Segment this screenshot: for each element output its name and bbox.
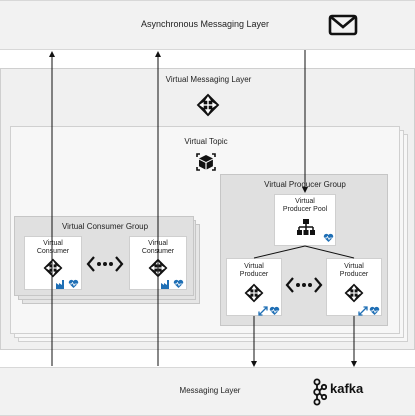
factory-icon [161, 280, 169, 289]
factory-icon [56, 280, 64, 289]
virtual-consumer-line2: Consumer [141, 248, 175, 255]
virtual-producer-line1: Virtual [244, 263, 264, 270]
heartbeat-icon [68, 279, 79, 288]
producer-pool-line2: Producer Pool [282, 206, 328, 213]
virtual-messaging-layer-label: Virtual Messaging Layer [165, 75, 252, 84]
router-icon [244, 283, 264, 303]
virtual-consumer-line1: Virtual [148, 240, 168, 247]
messaging-layer-label: Messaging Layer [179, 386, 241, 395]
virtual-consumer-card: Virtual Consumer [129, 236, 187, 290]
virtual-consumer-line2: Consumer [36, 248, 70, 255]
heartbeat-icon [173, 279, 184, 288]
router-icon [196, 93, 220, 117]
scale-arrows-icon [258, 306, 268, 316]
virtual-topic-label: Virtual Topic [184, 137, 228, 146]
virtual-consumer-group-label: Virtual Consumer Group [61, 222, 149, 231]
mail-icon [328, 14, 358, 36]
bidirectional-connector-icon [285, 277, 323, 293]
virtual-producer-card: Virtual Producer [226, 258, 282, 316]
scale-arrows-icon [358, 306, 368, 316]
router-icon [148, 258, 168, 278]
kafka-logo-text: kafka [330, 381, 364, 396]
heartbeat-icon [369, 306, 380, 315]
heartbeat-icon [323, 233, 334, 242]
virtual-producer-group-label: Virtual Producer Group [264, 180, 346, 189]
heartbeat-icon [269, 306, 280, 315]
virtual-producer-line1: Virtual [344, 263, 364, 270]
async-messaging-layer: Asynchronous Messaging Layer [0, 0, 415, 50]
virtual-producer-line2: Producer [339, 271, 369, 278]
async-messaging-layer-label: Asynchronous Messaging Layer [140, 19, 270, 29]
kafka-logo-icon [313, 378, 327, 406]
producer-pool-line1: Virtual [295, 198, 315, 205]
virtual-producer-line2: Producer [239, 271, 269, 278]
hierarchy-icon [297, 219, 315, 235]
virtual-producer-card: Virtual Producer [326, 258, 382, 316]
virtual-consumer-line1: Virtual [43, 240, 63, 247]
router-icon [43, 258, 63, 278]
producer-pool-card: Virtual Producer Pool [274, 194, 336, 246]
virtual-consumer-card: Virtual Consumer [24, 236, 82, 290]
bidirectional-connector-icon [86, 256, 124, 272]
cube-icon [196, 153, 216, 171]
router-icon [344, 283, 364, 303]
messaging-layer: Messaging Layer kafka [0, 367, 415, 416]
